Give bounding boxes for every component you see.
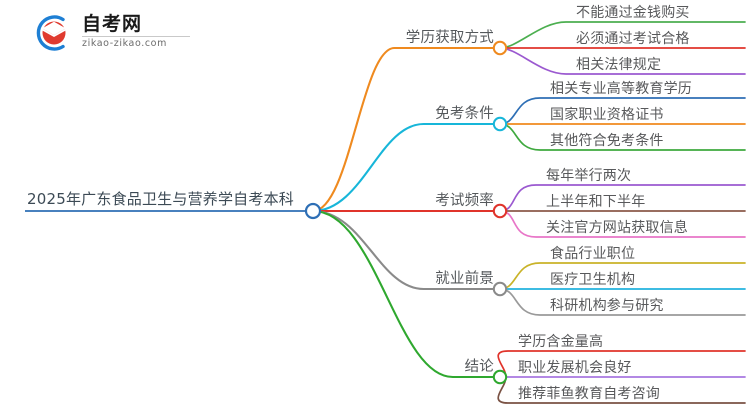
mindmap-nodes bbox=[304, 40, 508, 385]
leaf-label-4-3[interactable]: 科研机构参与研究 bbox=[550, 298, 664, 314]
branch-label-5[interactable]: 结论 bbox=[464, 359, 494, 375]
logo-subtitle: zikao-zikao.com bbox=[82, 38, 167, 49]
leaf-label-2-1[interactable]: 相关专业高等教育学历 bbox=[550, 81, 692, 97]
leaf-label-5-2[interactable]: 职业发展机会良好 bbox=[518, 360, 632, 376]
root-label[interactable]: 2025年广东食品卫生与营养学自考本科 bbox=[27, 190, 294, 208]
logo-text: 自考网 zikao-zikao.com bbox=[82, 13, 190, 50]
branch-label-1[interactable]: 学历获取方式 bbox=[405, 30, 494, 46]
leaf-label-2-2[interactable]: 国家职业资格证书 bbox=[550, 107, 664, 123]
branch-label-2[interactable]: 免考条件 bbox=[435, 106, 494, 122]
leaf-label-5-3[interactable]: 推荐菲鱼教育自考咨询 bbox=[518, 386, 660, 402]
leaf-label-1-1[interactable]: 不能通过金钱购买 bbox=[576, 5, 690, 21]
leaf-label-1-2[interactable]: 必须通过考试合格 bbox=[576, 31, 690, 47]
leaf-label-3-2[interactable]: 上半年和下半年 bbox=[546, 194, 646, 210]
graduation-cap-logo-icon bbox=[36, 15, 66, 51]
leaf-label-3-1[interactable]: 每年举行两次 bbox=[546, 168, 632, 184]
leaf-label-4-1[interactable]: 食品行业职位 bbox=[550, 246, 636, 262]
leaf-label-5-1[interactable]: 学历含金量高 bbox=[518, 334, 604, 350]
branch-label-4[interactable]: 就业前景 bbox=[435, 271, 494, 287]
leaf-label-2-3[interactable]: 其他符合免考条件 bbox=[550, 133, 664, 149]
logo-divider bbox=[82, 36, 190, 37]
logo-title: 自考网 bbox=[82, 13, 143, 35]
leaf-label-3-3[interactable]: 关注官方网站获取信息 bbox=[546, 220, 688, 236]
branch-label-3[interactable]: 考试频率 bbox=[435, 193, 494, 209]
leaf-label-1-3[interactable]: 相关法律规定 bbox=[576, 57, 662, 73]
site-logo: 自考网 zikao-zikao.com bbox=[30, 10, 190, 56]
leaf-label-4-2[interactable]: 医疗卫生机构 bbox=[550, 272, 636, 288]
